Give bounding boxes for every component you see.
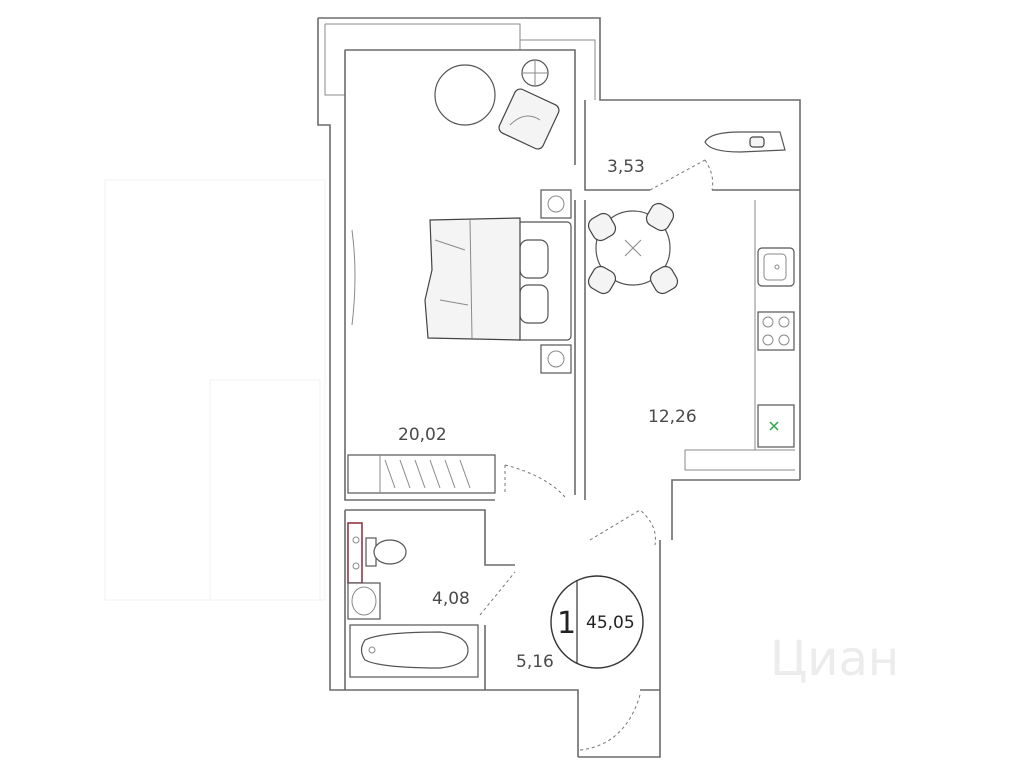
nightstand-bottom <box>540 344 572 374</box>
total-area: 45,05 <box>586 613 635 633</box>
watermark-text: Циан <box>770 631 899 687</box>
washbasin-icon <box>347 582 381 620</box>
floor-lamp-icon <box>521 59 549 87</box>
room-count: 1 <box>557 606 576 641</box>
background-outline <box>104 179 326 601</box>
bedroom-area: 20,02 <box>398 425 447 445</box>
stove-icon <box>757 311 795 351</box>
armchair <box>498 88 560 150</box>
outer-walls <box>317 17 801 758</box>
bathroom: 4,08 <box>344 509 515 690</box>
ironing-board-icon <box>704 131 786 153</box>
summary-badge: 1 45,05 <box>550 575 644 669</box>
kitchen: 12,26 <box>584 200 795 500</box>
bathroom-area: 4,08 <box>432 589 470 609</box>
double-bed <box>424 217 572 341</box>
cian-watermark: Циан <box>770 631 899 687</box>
nightstand-top <box>540 189 572 219</box>
bedroom: 20,02 <box>344 49 576 501</box>
kitchen-area: 12,26 <box>648 407 697 427</box>
hallway-area: 5,16 <box>516 652 554 672</box>
balcony: 3,53 <box>584 100 800 191</box>
dining-table <box>587 202 679 295</box>
toilet-icon <box>365 537 407 567</box>
hallway: 5,16 <box>484 625 554 690</box>
vanity-icon <box>347 522 363 584</box>
kitchen-sink-icon <box>757 247 795 287</box>
outlet-icon <box>757 404 795 448</box>
bathtub-icon <box>349 624 479 678</box>
balcony-area: 3,53 <box>607 157 645 177</box>
round-rug <box>434 64 496 126</box>
wardrobe <box>347 454 496 494</box>
doors <box>479 464 660 751</box>
